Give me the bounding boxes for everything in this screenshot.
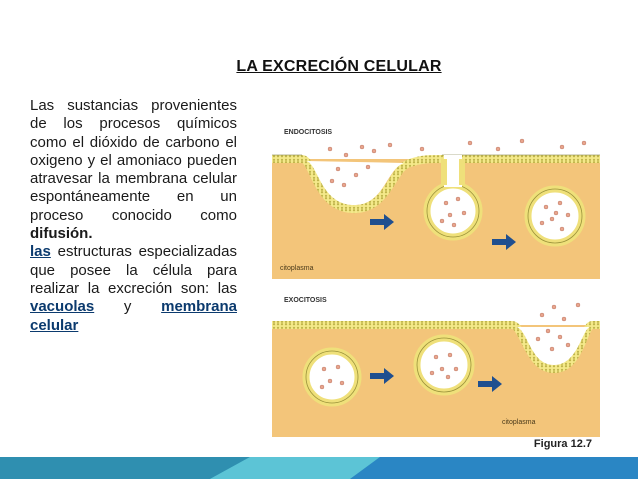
arrow-top-1 — [370, 214, 394, 230]
membrane-bottom — [272, 321, 600, 374]
cytoplasm-label-bottom: citoplasma — [502, 419, 536, 426]
membrane-top — [272, 155, 600, 213]
paragraph-connector: y — [94, 298, 162, 316]
term-vacuolas: vacuolas — [30, 298, 95, 316]
arrow-bottom-1 — [370, 368, 394, 384]
figure-illustration — [272, 119, 600, 437]
slide-title: LA EXCRECIÓN CELULAR — [236, 58, 442, 75]
paragraph-part-1: Las sustancias provenientes de los proce… — [30, 97, 237, 224]
body-paragraph: Las sustancias provenientes de los proce… — [30, 97, 237, 335]
term-membrana-celular: membrana celular — [30, 298, 237, 334]
particles-outside — [327, 138, 587, 188]
particles-vesicles-top — [439, 196, 571, 232]
arrow-bottom-2 — [478, 376, 502, 392]
paragraph-part-2: estructuras especializadas que posee la … — [30, 243, 237, 297]
exocitosis-label: EXOCITOSIS — [284, 297, 327, 304]
cytoplasm-label-top: citoplasma — [280, 265, 314, 272]
particles-vesicles-bottom — [319, 302, 581, 390]
endocitosis-label: ENDOCITOSIS — [284, 129, 333, 136]
arrow-top-2 — [492, 234, 516, 250]
figure-caption: Figura 12.7 — [533, 438, 592, 450]
cell-transport-figure: ENDOCITOSIS citoplasma EXOCITOSIS citopl… — [272, 119, 600, 452]
term-difusion: difusión. — [30, 225, 93, 243]
bottom-decorative-band — [0, 457, 638, 479]
paragraph-lead-word: las — [30, 243, 51, 261]
